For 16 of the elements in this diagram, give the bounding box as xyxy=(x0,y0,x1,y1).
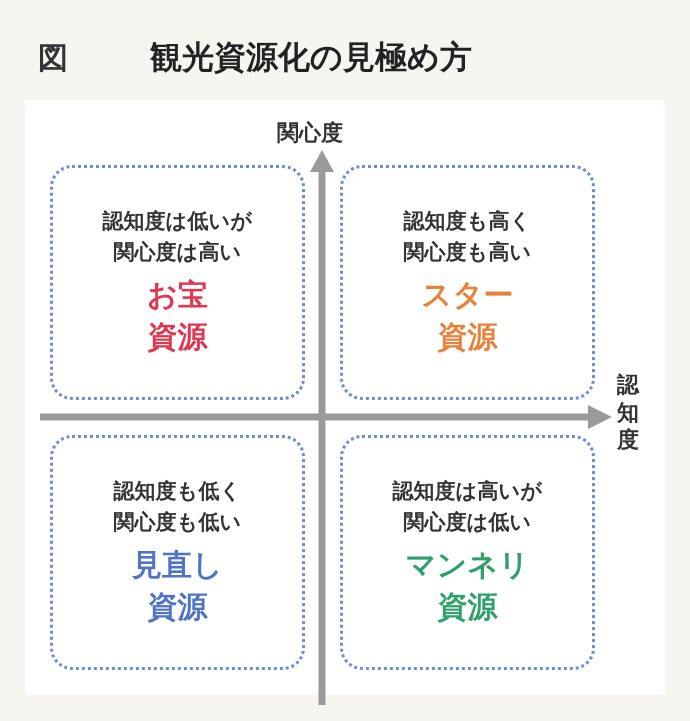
quadrant-name: 見直し資源 xyxy=(130,546,224,627)
quadrant-description: 認知度も低く関心度も低い xyxy=(112,478,242,536)
quadrant-name: マンネリ資源 xyxy=(404,546,530,627)
quadrant-box xyxy=(340,435,595,670)
quadrant-box xyxy=(50,435,305,670)
quadrant-name: お宝資源 xyxy=(146,276,209,357)
figure-label: 図 xyxy=(38,40,68,78)
title: 観光資源化の見極め方 xyxy=(150,37,472,78)
quadrant-box xyxy=(50,165,305,400)
axis-label: 認知度 xyxy=(617,372,640,454)
quadrant-description: 認知度は高いが関心度は低い xyxy=(392,478,544,536)
quadrant-description: 認知度は低いが関心度は高い xyxy=(102,208,254,266)
axis-label: 関心度 xyxy=(277,120,343,148)
quadrant-name: スター資源 xyxy=(420,276,514,357)
quadrant-description: 認知度も高く関心度も高い xyxy=(402,208,532,266)
quadrant-box xyxy=(340,165,595,400)
